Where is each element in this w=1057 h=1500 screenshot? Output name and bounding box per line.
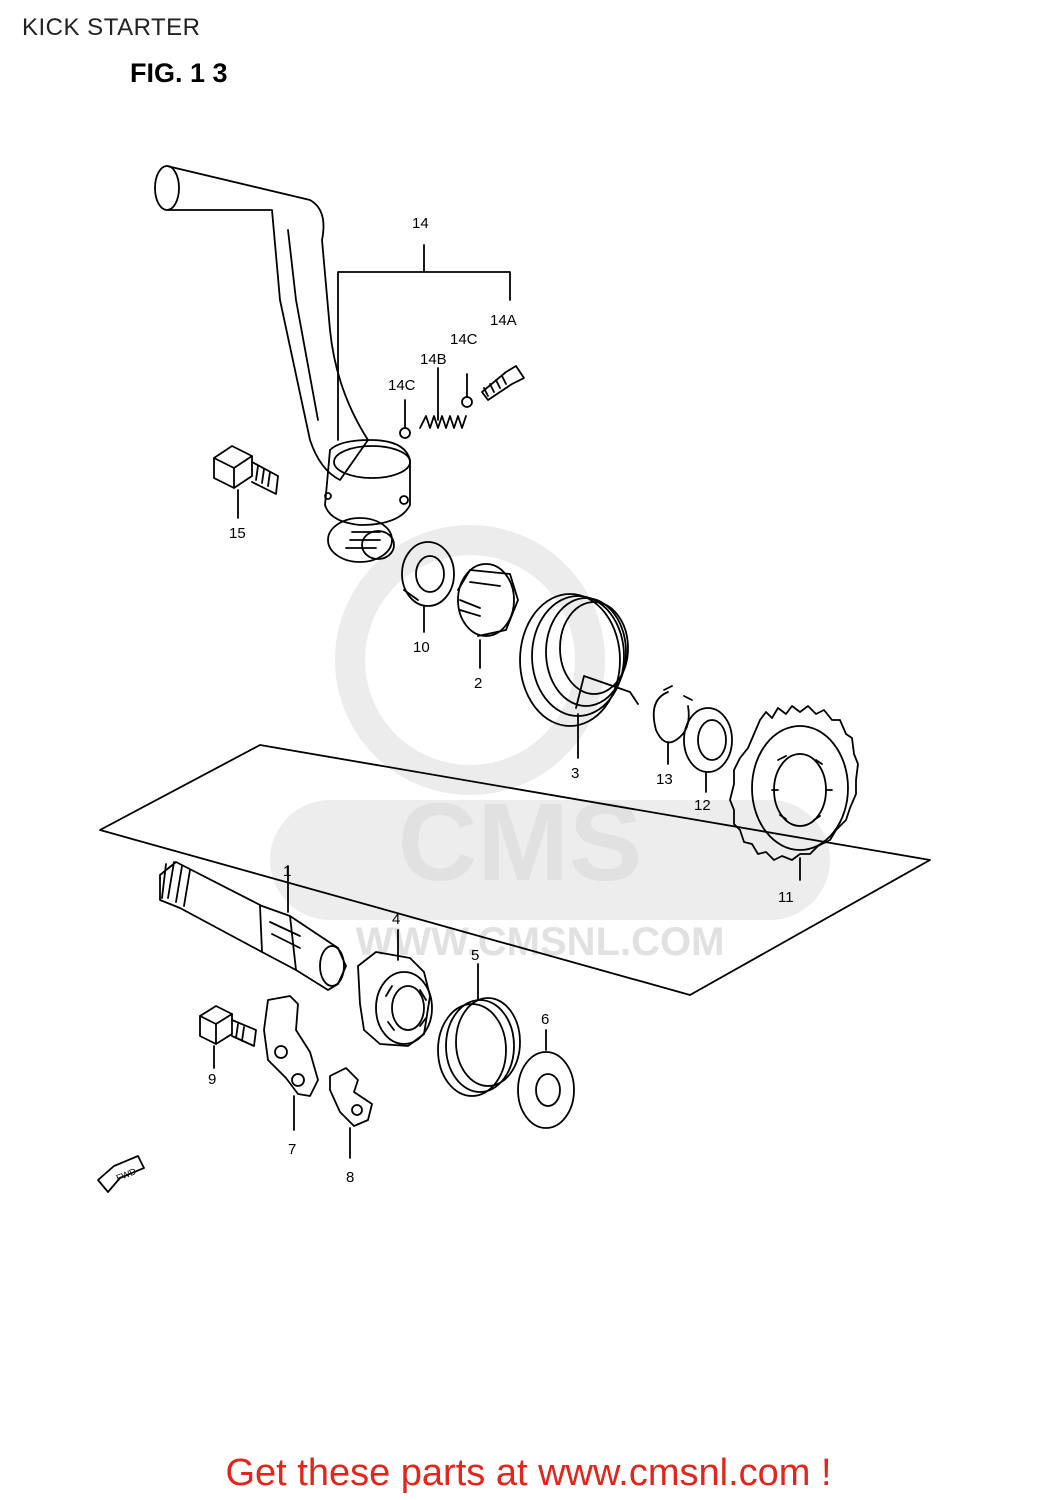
part-10-oil-seal xyxy=(401,541,455,633)
part-11-gear xyxy=(729,705,859,881)
part-14C-ball xyxy=(399,427,411,439)
label-6: 6 xyxy=(541,1011,549,1028)
label-14B: 14B xyxy=(420,351,447,368)
label-7: 7 xyxy=(288,1141,296,1158)
promo-link[interactable]: Get these parts at www.cmsnl.com ! xyxy=(225,1452,832,1494)
label-8: 8 xyxy=(346,1169,354,1186)
label-5: 5 xyxy=(471,947,479,964)
label-2: 2 xyxy=(474,675,482,692)
label-14C: 14C xyxy=(388,377,416,394)
group-14-bracket xyxy=(337,244,511,441)
label-9: 9 xyxy=(208,1071,216,1088)
part-8-stopper xyxy=(329,1067,373,1159)
label-15: 15 xyxy=(229,525,246,542)
part-2-guide xyxy=(457,563,519,669)
label-13: 13 xyxy=(656,771,673,788)
label-1: 1 xyxy=(283,863,291,880)
part-9-bolt xyxy=(199,1005,257,1069)
label-14A: 14A xyxy=(490,312,517,329)
fwd-arrow xyxy=(97,1155,145,1193)
assembly-frame xyxy=(99,744,931,996)
part-6-washer xyxy=(517,1029,575,1129)
part-1-shaft xyxy=(159,861,347,991)
label-12: 12 xyxy=(694,797,711,814)
part-14C-ball-top xyxy=(461,396,473,408)
part-labels: 14 14A 14C 14B 14C 15 10 2 3 13 12 11 1 … xyxy=(115,215,794,1186)
label-10: 10 xyxy=(413,639,430,656)
label-11: 11 xyxy=(778,889,794,906)
figure-number: FIG. 1 3 xyxy=(130,58,228,88)
part-5-spring xyxy=(437,963,521,1097)
part-12-washer xyxy=(683,707,733,793)
part-15-bolt xyxy=(213,445,279,519)
watermark: CMS WWW.CMSNL.COM xyxy=(270,525,830,964)
part-14B-spring xyxy=(419,415,467,429)
page-title: KICK STARTER xyxy=(22,14,201,41)
label-3: 3 xyxy=(571,765,579,782)
label-4: 4 xyxy=(392,911,400,928)
part-4-ratchet xyxy=(357,929,433,1047)
part-14A-screw xyxy=(481,365,525,401)
kick-lever xyxy=(154,165,411,563)
label-14: 14 xyxy=(412,215,429,232)
part-7-plate xyxy=(263,995,319,1131)
part-3-spring xyxy=(519,593,639,759)
watermark-url: WWW.CMSNL.COM xyxy=(356,920,725,964)
label-14C-top: 14C xyxy=(450,331,478,348)
watermark-brand: CMS xyxy=(398,781,642,904)
